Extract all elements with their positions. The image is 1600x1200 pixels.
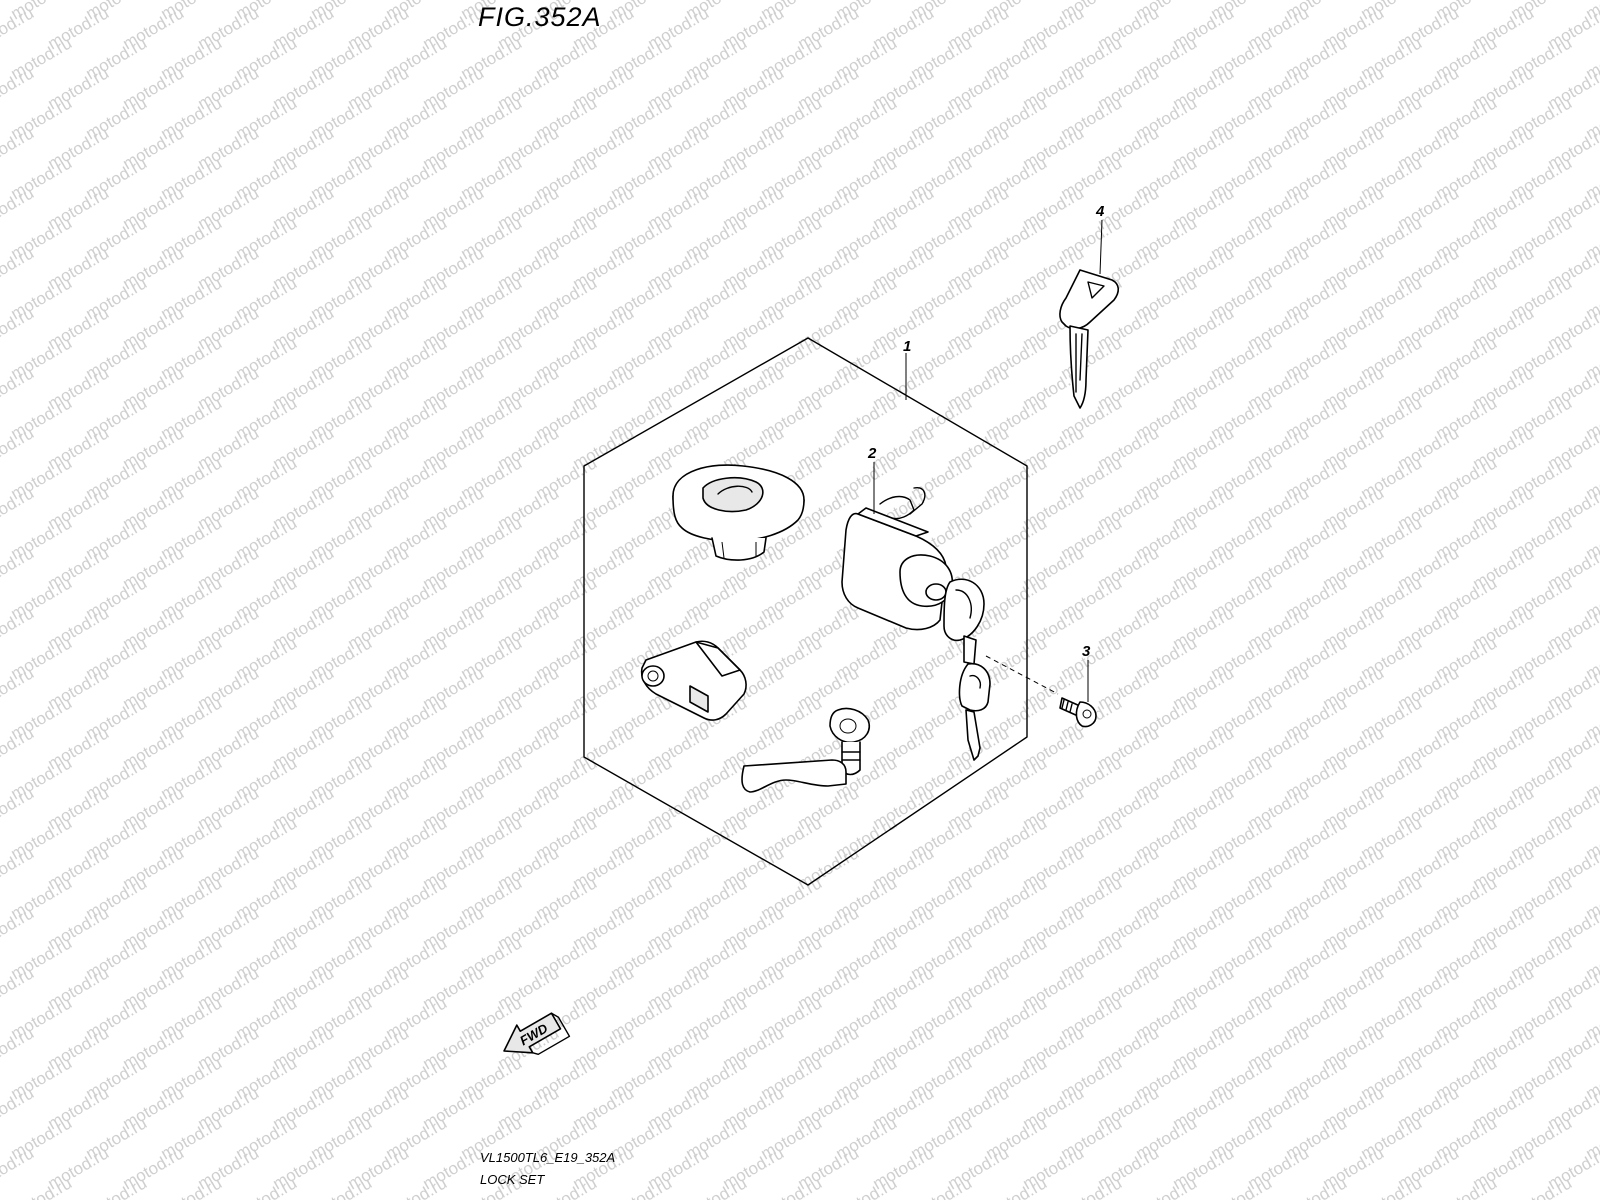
callout-part-3: 3 [1082, 643, 1091, 660]
cam-lock-part [741, 707, 870, 793]
key-part-4 [1059, 269, 1120, 409]
fwd-direction-arrow: FWD [503, 1012, 571, 1056]
screw-part-3 [1059, 697, 1097, 728]
lock-key-part [958, 662, 991, 761]
model-code: VL1500TL6_E19_352A [480, 1150, 616, 1165]
fuel-cap-part [672, 464, 805, 561]
section-name: LOCK SET [480, 1172, 545, 1187]
side-lock-block-part [640, 640, 747, 721]
callout-part-4: 4 [1095, 203, 1105, 220]
lock-cylinder-part-2 [841, 487, 985, 665]
dashed-leader-screw [985, 655, 1059, 695]
lock-set-hexagon-frame [583, 337, 1028, 886]
figure-title: FIG.352A [478, 2, 602, 32]
leader-line-part-4 [1099, 219, 1103, 275]
callout-part-2: 2 [867, 445, 877, 462]
callout-part-1: 1 [903, 338, 911, 355]
